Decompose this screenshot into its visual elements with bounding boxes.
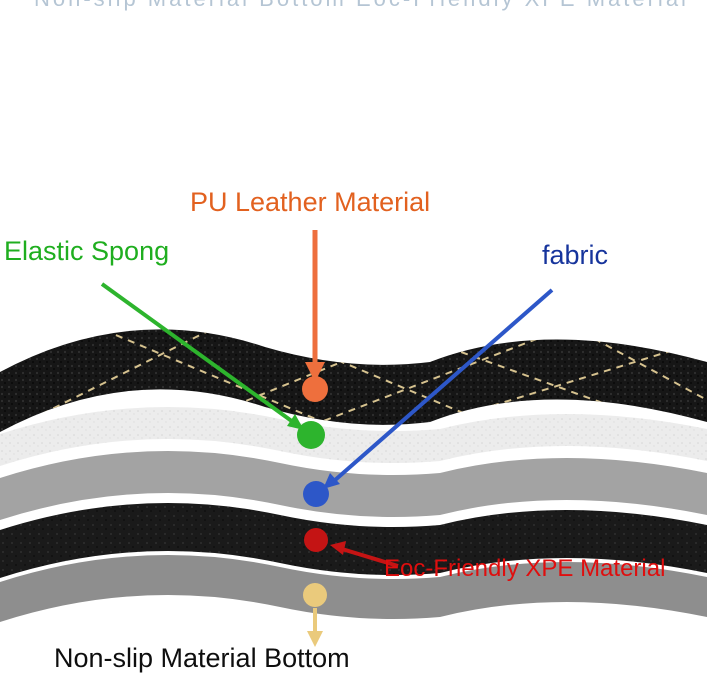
- xpe-material-label: Eoc-Friendly XPE Material: [384, 555, 666, 582]
- layer-xpe-foam: [0, 503, 707, 578]
- top-watermark-text: Non-slip Material Bottom Eoc-Friendly XP…: [34, 0, 689, 12]
- fabric-arrow: [323, 288, 554, 489]
- elastic-sponge-dot: [297, 421, 325, 449]
- pu-leather-dot: [302, 376, 328, 402]
- layer-non-slip-bottom: [0, 555, 707, 622]
- non-slip-bottom-label: Non-slip Material Bottom: [54, 643, 350, 673]
- layer-elastic-sponge: [0, 407, 707, 466]
- pu-leather-label: PU Leather Material: [190, 187, 431, 217]
- non-slip-dot: [303, 583, 327, 607]
- xpe-dot: [304, 528, 328, 552]
- pu-leather-arrow: [305, 230, 325, 382]
- layer-fabric: [0, 451, 707, 520]
- fabric-dot: [303, 481, 329, 507]
- elastic-sponge-label: Elastic Spong: [4, 236, 170, 266]
- elastic-sponge-arrow: [100, 282, 304, 430]
- non-slip-arrow: [307, 608, 323, 647]
- fabric-label: fabric: [542, 240, 609, 270]
- xpe-arrow: [330, 541, 399, 568]
